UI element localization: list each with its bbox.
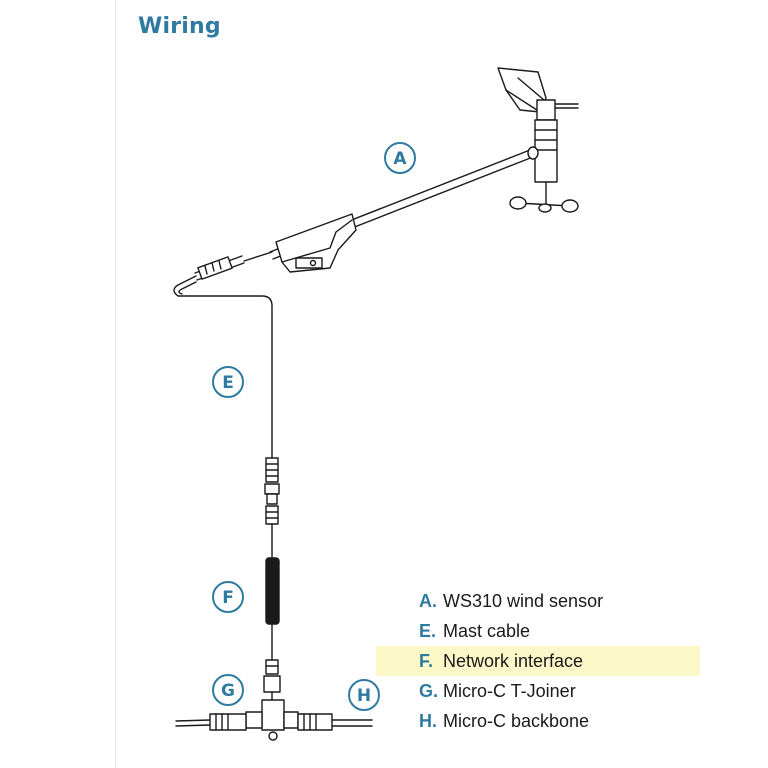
mounting-bracket	[275, 213, 357, 273]
svg-text:G: G	[221, 681, 235, 701]
legend-key: F.	[419, 651, 434, 671]
micro-c-backbone	[175, 713, 373, 731]
wind-sensor-body	[534, 99, 579, 209]
sensor-connector	[194, 251, 273, 281]
legend-text: Mast cable	[443, 621, 531, 641]
legend-key: H.	[419, 711, 437, 731]
legend-item-f: F. Network interface	[376, 646, 700, 676]
legend-item-a: A. WS310 wind sensor	[376, 586, 700, 616]
legend-text: Network interface	[443, 651, 584, 671]
callout-h: H	[348, 679, 380, 711]
legend-text: WS310 wind sensor	[443, 591, 604, 611]
legend-item-h: H. Micro-C backbone	[376, 706, 700, 736]
svg-text:E: E	[222, 373, 234, 393]
network-interface	[265, 557, 280, 661]
legend-text: Micro-C backbone	[443, 711, 590, 731]
section-heading: Wiring	[138, 14, 221, 39]
callout-g: G	[212, 674, 244, 706]
svg-text:H: H	[357, 686, 371, 706]
callout-a: A	[384, 142, 416, 174]
legend: A. WS310 wind sensor E. Mast cable F. Ne…	[376, 586, 700, 736]
mast-cable-connectors	[264, 457, 280, 561]
legend-key: A.	[419, 591, 437, 611]
page-margin-line	[115, 0, 116, 768]
legend-item-g: G. Micro-C T-Joiner	[376, 676, 700, 706]
legend-text: Micro-C T-Joiner	[443, 681, 576, 701]
callout-e: E	[212, 366, 244, 398]
legend-key: G.	[419, 681, 439, 701]
svg-text:F: F	[222, 588, 234, 608]
callout-f: F	[212, 581, 244, 613]
legend-key: E.	[419, 621, 437, 641]
mast-cable	[173, 275, 273, 459]
svg-text:A: A	[393, 149, 407, 169]
anemometer-cups	[509, 196, 579, 213]
t-joiner	[245, 659, 299, 741]
legend-item-e: E. Mast cable	[376, 616, 700, 646]
